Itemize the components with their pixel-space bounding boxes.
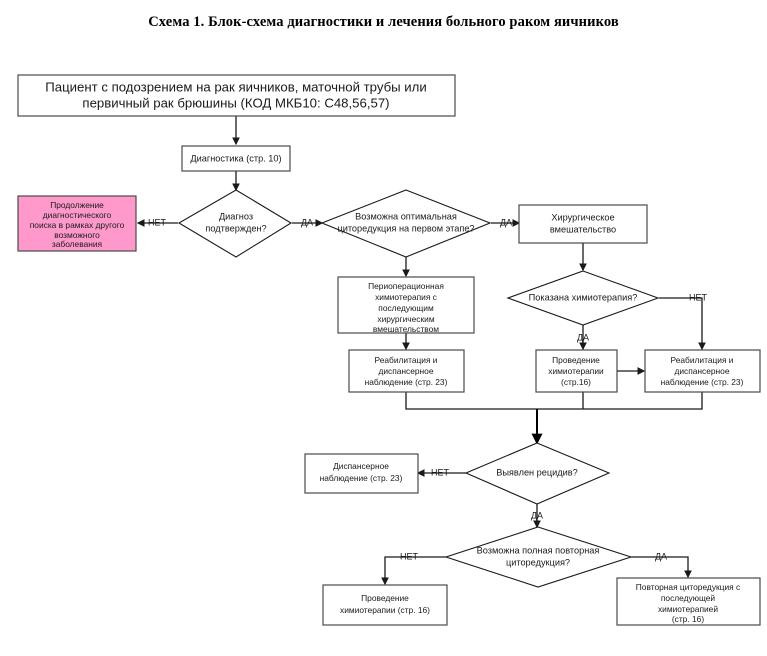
node-full-repeat-cytoreduction-line-2: циторедукция? bbox=[506, 557, 570, 567]
node-chemo-indicated-line-1: Показана химиотерапия? bbox=[529, 292, 638, 302]
edge-repeat-yes bbox=[631, 556, 692, 579]
node-diagnostics[interactable]: Диагностика (стр. 10) bbox=[181, 145, 291, 172]
node-chemo-course-line-1: Проведение bbox=[552, 355, 600, 365]
node-continue-search-line-5: заболевания bbox=[52, 239, 102, 249]
node-rehab-left-line-3: наблюдение (стр. 23) bbox=[365, 377, 448, 387]
edge-chemo-no bbox=[659, 297, 706, 351]
node-chemo-course-line-2: химиотерапии bbox=[548, 366, 604, 376]
node-chemo-course[interactable]: Проведение химиотерапии (стр.16) bbox=[535, 349, 618, 393]
node-patient[interactable]: Пациент с подозрением на рак яичников, м… bbox=[17, 74, 456, 117]
edge-label-cytoreduction-yes: ДА bbox=[500, 217, 512, 227]
node-chemo-course-shape bbox=[535, 349, 618, 393]
node-continue-search-shape bbox=[17, 195, 137, 252]
node-rehab-right-line-1: Реабилитация и bbox=[671, 355, 734, 365]
node-rehab-left-shape bbox=[348, 349, 465, 393]
node-surgery-line-1: Хирургическое bbox=[551, 212, 614, 222]
node-patient-shape bbox=[17, 74, 456, 117]
node-chemo-bottom-shape bbox=[322, 584, 448, 626]
node-continue-search-line-3: поиска в рамках другого bbox=[30, 220, 125, 230]
node-optimal-cytoreduction[interactable]: Возможна оптимальная циторедукция на пер… bbox=[320, 189, 492, 258]
node-rehab-right-line-2: диспансерное bbox=[674, 366, 729, 376]
node-perioperative-chemo-line-3: последующим bbox=[378, 303, 434, 313]
node-continue-search-line-2: диагностического bbox=[43, 210, 112, 220]
node-chemo-bottom[interactable]: Проведение химиотерапии (стр. 16) bbox=[322, 584, 448, 626]
node-relapse-detected-shape bbox=[464, 442, 611, 505]
node-diagnosis-confirmed-line-2: подтвержден? bbox=[205, 223, 266, 233]
node-rehab-left-line-2: диспансерное bbox=[378, 366, 433, 376]
edge-bus-right bbox=[537, 392, 703, 410]
node-repeat-cytoreduction-shape bbox=[616, 577, 761, 626]
node-dispensary-obs-line-2: наблюдение (стр. 23) bbox=[320, 473, 403, 483]
edge-label-diagnosis-yes: ДА bbox=[301, 217, 313, 227]
node-rehab-right-shape bbox=[644, 349, 761, 393]
node-relapse-detected-line-1: Выявлен рецидив? bbox=[496, 467, 578, 477]
node-optimal-cytoreduction-shape bbox=[320, 189, 492, 258]
edge-label-repeat-no: НЕТ bbox=[400, 551, 419, 561]
node-repeat-cytoreduction[interactable]: Повторная циторедукция с последующей хим… bbox=[616, 577, 761, 626]
node-diagnostics-shape bbox=[181, 145, 291, 172]
node-perioperative-chemo-shape bbox=[337, 276, 475, 334]
node-perioperative-chemo-line-5: вмешательством bbox=[373, 324, 439, 334]
node-dispensary-obs[interactable]: Диспансерное наблюдение (стр. 23) bbox=[304, 453, 419, 494]
node-optimal-cytoreduction-line-1: Возможна оптимальная bbox=[355, 211, 457, 221]
node-repeat-cytoreduction-line-3: химиотерапией bbox=[658, 604, 718, 614]
node-repeat-cytoreduction-line-1: Повторная циторедукция с bbox=[636, 582, 740, 592]
node-rehab-right[interactable]: Реабилитация и диспансерное наблюдение (… bbox=[644, 349, 761, 393]
node-chemo-bottom-line-2: химиотерапии (стр. 16) bbox=[340, 605, 430, 615]
node-surgery[interactable]: Хирургическое вмешательство bbox=[518, 204, 648, 244]
node-optimal-cytoreduction-line-2: циторедукция на первом этапе? bbox=[337, 223, 474, 233]
node-perioperative-chemo-line-4: хирургическим bbox=[377, 314, 434, 324]
node-repeat-cytoreduction-line-4: (стр. 16) bbox=[672, 614, 704, 624]
node-full-repeat-cytoreduction-line-1: Возможна полная повторная bbox=[477, 545, 600, 555]
edge-label-repeat-yes: ДА bbox=[655, 551, 667, 561]
node-diagnosis-confirmed-line-1: Диагноз bbox=[219, 211, 253, 221]
node-diagnosis-confirmed-shape bbox=[177, 189, 293, 258]
node-continue-search-line-1: Продолжение bbox=[50, 200, 104, 210]
node-chemo-indicated-shape bbox=[506, 270, 660, 326]
node-rehab-left[interactable]: Реабилитация и диспансерное наблюдение (… bbox=[348, 349, 465, 393]
node-chemo-course-line-3: (стр.16) bbox=[561, 377, 591, 387]
page-title: Схема 1. Блок-схема диагностики и лечени… bbox=[148, 14, 619, 30]
node-diagnostics-line-1: Диагностика (стр. 10) bbox=[190, 153, 281, 163]
node-perioperative-chemo-line-1: Периоперационная bbox=[368, 281, 444, 291]
edge-label-diagnosis-no: НЕТ bbox=[148, 217, 167, 227]
edge-label-chemo-no: НЕТ bbox=[689, 292, 708, 302]
edge-repeat-no bbox=[381, 556, 446, 586]
node-surgery-shape bbox=[518, 204, 648, 244]
edge-label-relapse-no: НЕТ bbox=[431, 467, 450, 477]
node-rehab-left-line-1: Реабилитация и bbox=[375, 355, 438, 365]
node-perioperative-chemo[interactable]: Периоперационная химиотерапия с последую… bbox=[337, 276, 475, 334]
edge-label-chemo-yes: ДА bbox=[577, 332, 589, 342]
node-perioperative-chemo-line-2: химиотерапия с bbox=[375, 292, 437, 302]
node-patient-line-1: Пациент с подозрением на рак яичников, м… bbox=[45, 79, 426, 94]
node-diagnosis-confirmed[interactable]: Диагноз подтвержден? bbox=[177, 189, 293, 258]
node-chemo-indicated[interactable]: Показана химиотерапия? bbox=[506, 270, 660, 326]
node-full-repeat-cytoreduction[interactable]: Возможна полная повторная циторедукция? bbox=[444, 526, 633, 588]
node-rehab-right-line-3: наблюдение (стр. 23) bbox=[661, 377, 744, 387]
node-full-repeat-cytoreduction-shape bbox=[444, 526, 633, 588]
node-dispensary-obs-shape bbox=[304, 453, 419, 494]
node-relapse-detected[interactable]: Выявлен рецидив? bbox=[464, 442, 611, 505]
edge-label-relapse-yes: ДА bbox=[531, 510, 543, 520]
node-repeat-cytoreduction-line-2: последующей bbox=[661, 593, 716, 603]
node-continue-search-line-4: возможного bbox=[54, 230, 100, 240]
node-continue-search[interactable]: Продолжение диагностического поиска в ра… bbox=[17, 195, 137, 252]
node-chemo-bottom-line-1: Проведение bbox=[361, 593, 409, 603]
node-surgery-line-2: вмешательство bbox=[550, 224, 616, 234]
node-patient-line-2: первичный рак брюшины (КОД МКБ10: С48,56… bbox=[82, 95, 389, 110]
edge-bus-left bbox=[405, 392, 537, 410]
node-dispensary-obs-line-1: Диспансерное bbox=[333, 461, 389, 471]
